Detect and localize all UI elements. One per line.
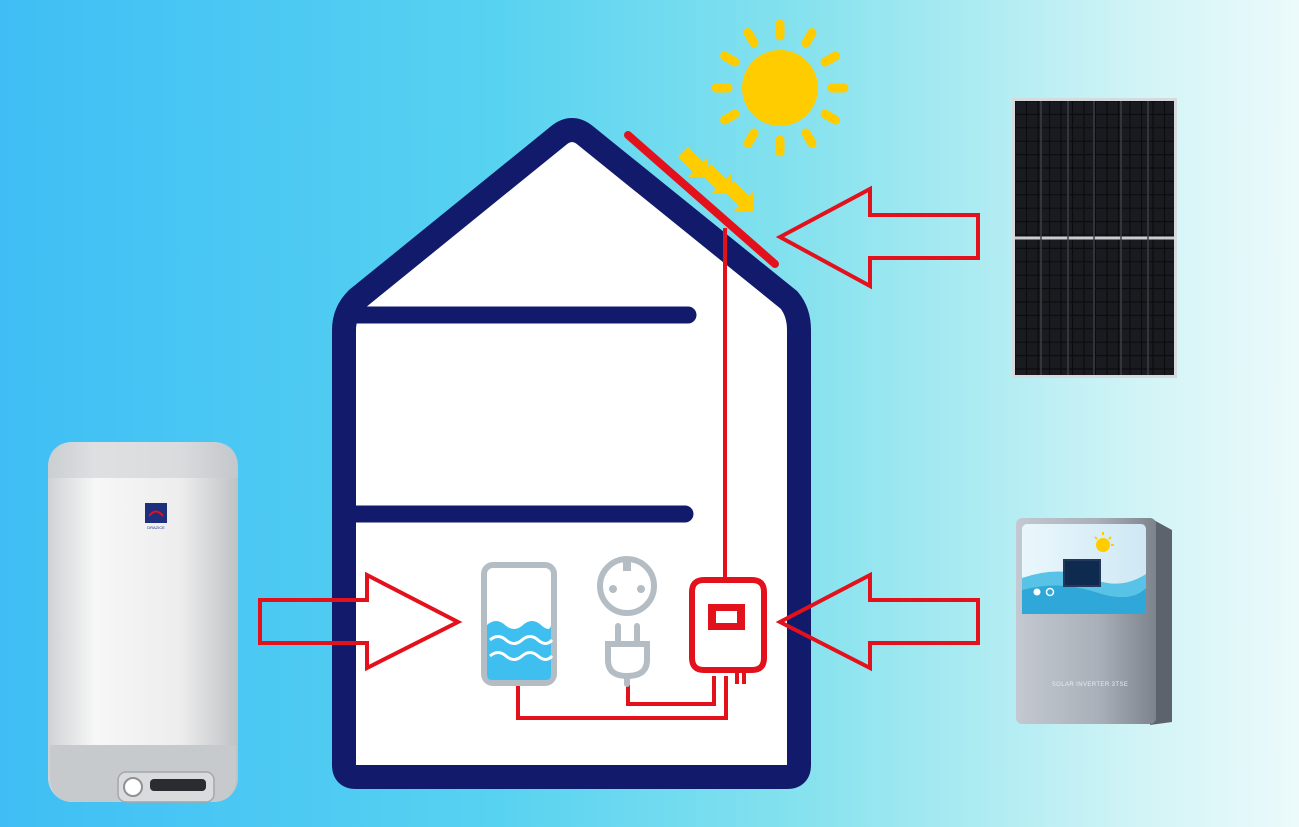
sun-ray — [720, 109, 740, 125]
water-heater-brand: DRAZICE — [147, 525, 165, 530]
sunlight-arrows — [678, 147, 754, 211]
sun-ray — [720, 51, 740, 67]
water-tank-icon — [481, 562, 557, 686]
arrow-from-inverter — [775, 571, 980, 672]
water-heater-icon: DRAZICE — [48, 442, 238, 803]
plug-icon — [605, 623, 650, 687]
solar-panel-icon — [1012, 98, 1177, 378]
wiring — [516, 228, 739, 720]
roof-solar-panel-icon — [624, 131, 779, 268]
sun-ray — [820, 51, 840, 67]
power-socket-icon — [597, 556, 657, 616]
sun-ray — [743, 28, 759, 48]
sun-ray — [801, 128, 817, 148]
sun-ray — [801, 28, 817, 48]
sun-ray — [743, 128, 759, 148]
inverter-model-label: SOLAR INVERTER 3TSE — [1052, 682, 1129, 688]
inverter-icon — [689, 577, 767, 684]
arrow-from-solar-panel — [775, 185, 980, 290]
house-outline — [332, 118, 811, 789]
sun-icon — [711, 19, 849, 157]
inverter-device: SOLAR INVERTER 3TSE — [1016, 518, 1172, 725]
sun-ray — [820, 109, 840, 125]
arrow-from-water-heater — [258, 571, 463, 672]
